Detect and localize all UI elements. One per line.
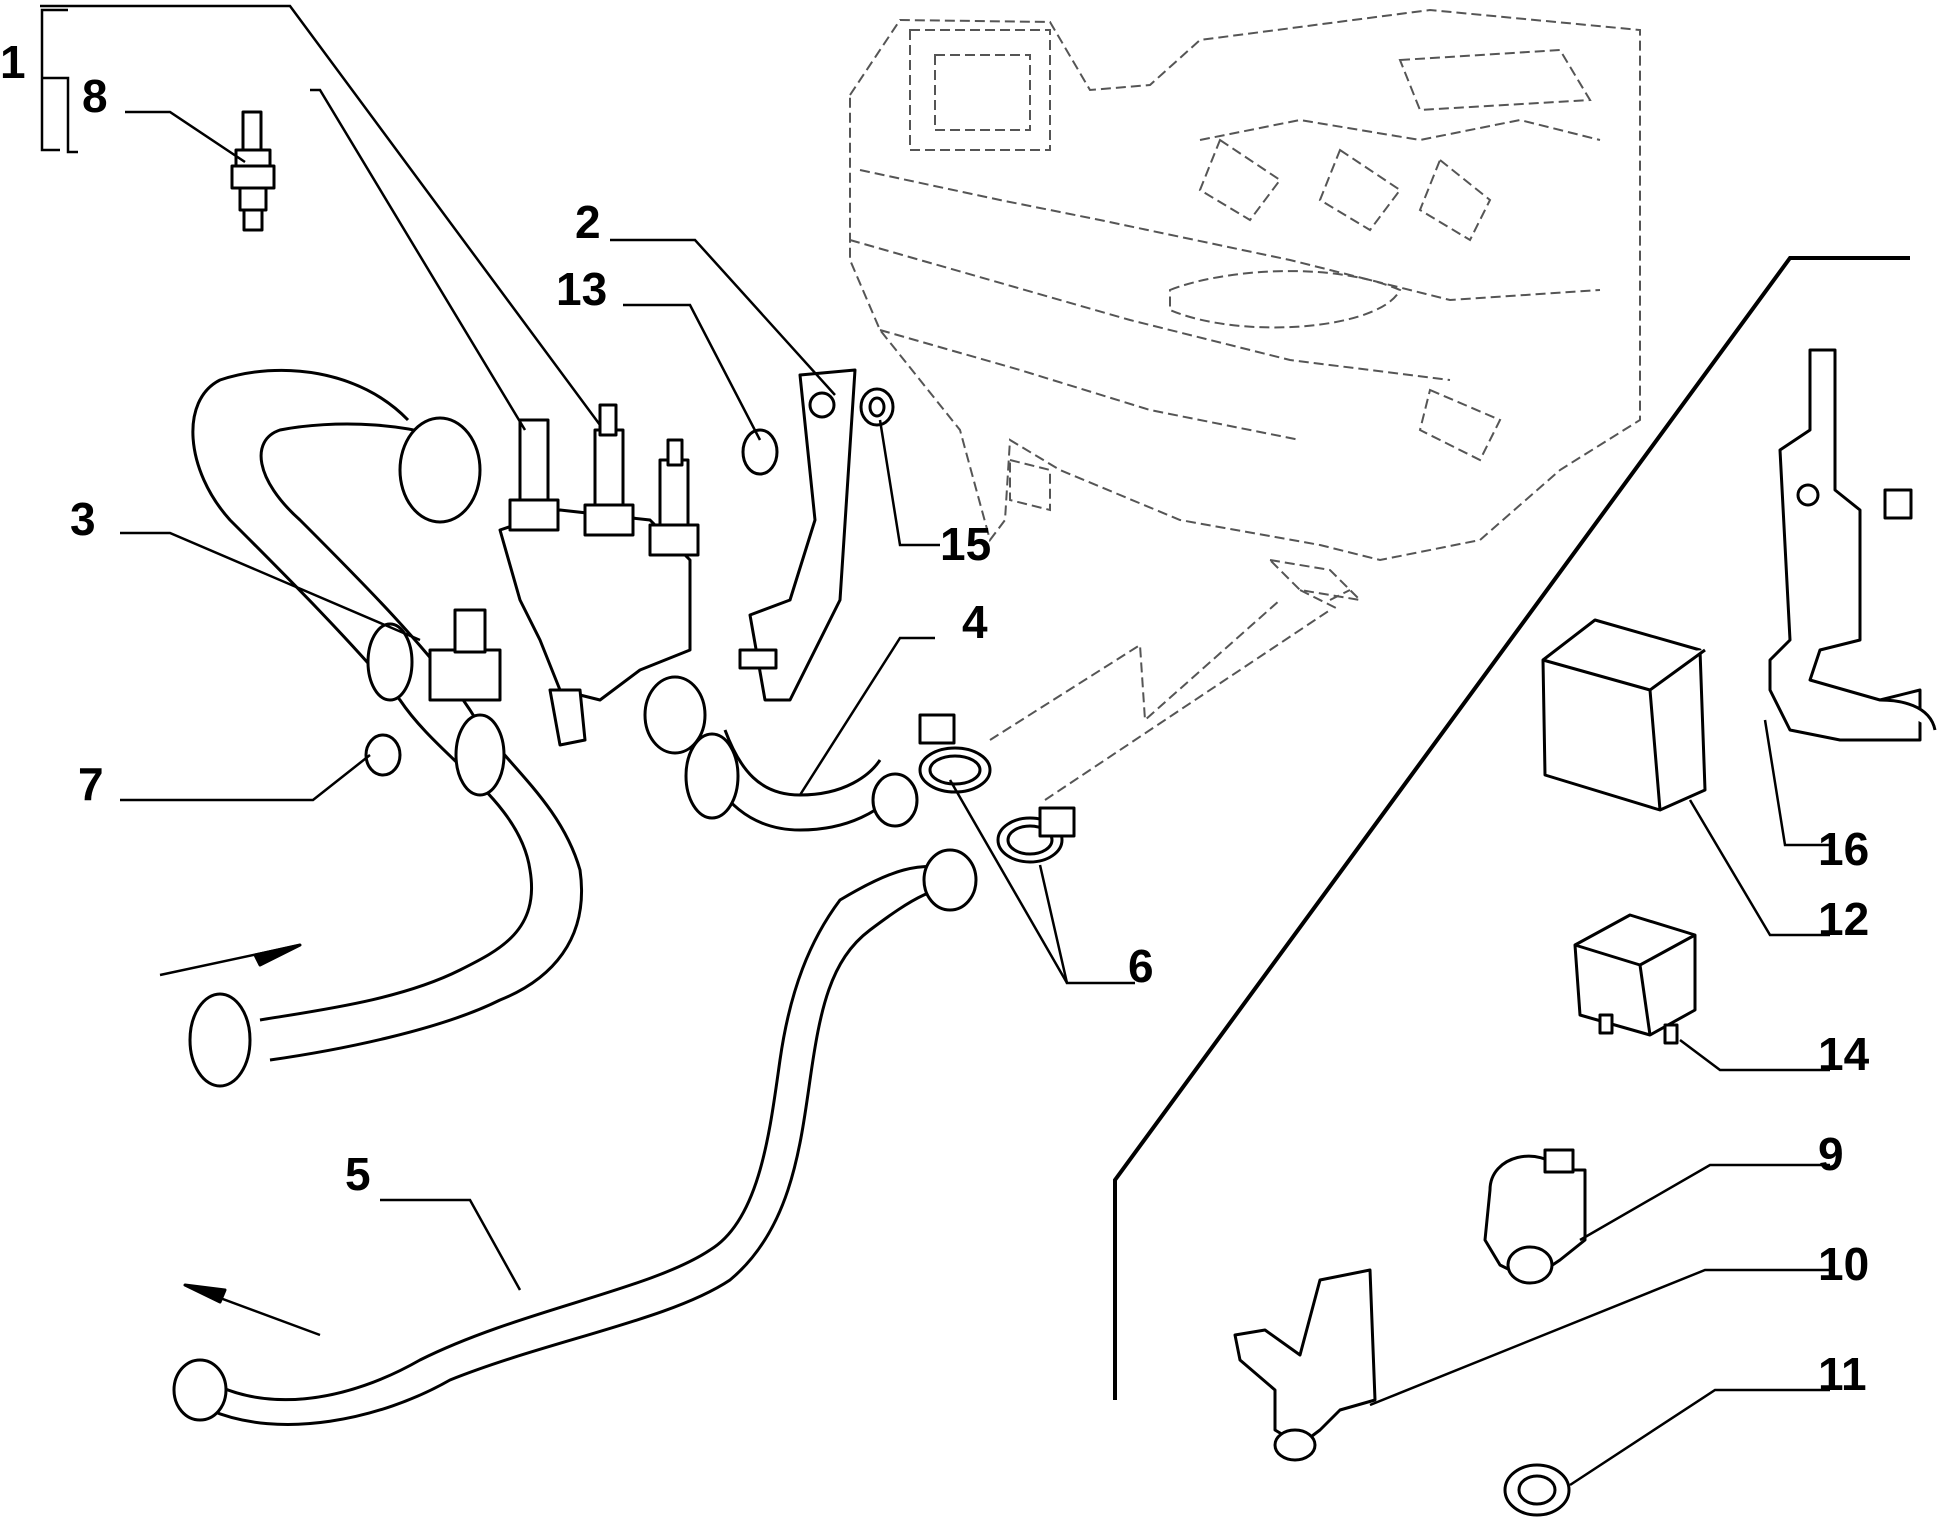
relay-part-12 bbox=[1541, 618, 1707, 812]
routing-lines bbox=[989, 599, 1331, 801]
callout-11: 11 bbox=[1818, 1348, 1867, 1400]
sensor-part-8 bbox=[230, 110, 276, 232]
heater-housing-ghost bbox=[849, 8, 1641, 611]
flow-arrows bbox=[159, 943, 321, 1337]
callout-9: 9 bbox=[1818, 1128, 1844, 1180]
valve-block bbox=[498, 403, 707, 755]
callout-1: 1 bbox=[0, 36, 26, 88]
clamps-part-6 bbox=[918, 713, 1076, 864]
bracket-part-10 bbox=[1233, 1268, 1377, 1462]
callout-2: 2 bbox=[575, 196, 601, 248]
group-bracket-1 bbox=[40, 8, 78, 154]
callout-10: 10 bbox=[1818, 1238, 1869, 1290]
hose-part-4 bbox=[684, 729, 919, 832]
callout-5: 5 bbox=[345, 1148, 371, 1200]
grommet-part-11 bbox=[1503, 1463, 1571, 1517]
relay-part-14 bbox=[1573, 913, 1697, 1045]
hose-part-5 bbox=[172, 848, 978, 1426]
callout-3: 3 bbox=[70, 493, 96, 545]
callout-8: 8 bbox=[82, 70, 108, 122]
callout-13: 13 bbox=[556, 263, 607, 315]
hose-part-3 bbox=[188, 368, 583, 1088]
callout-labels: 1 2 3 4 5 6 7 8 9 10 11 12 13 14 15 16 bbox=[0, 36, 1870, 1400]
callout-14: 14 bbox=[1818, 1028, 1870, 1080]
callout-6: 6 bbox=[1128, 940, 1154, 992]
relay-bracket-part-16 bbox=[1768, 348, 1937, 742]
callout-16: 16 bbox=[1818, 823, 1869, 875]
leader-lines bbox=[40, 4, 1830, 1487]
clip-part-9 bbox=[1483, 1148, 1587, 1285]
callout-15: 15 bbox=[940, 518, 991, 570]
nut-part-7 bbox=[364, 733, 402, 777]
bracket-plate-part-2 bbox=[738, 368, 857, 702]
callout-4: 4 bbox=[962, 596, 988, 648]
nut-part-13 bbox=[741, 428, 779, 476]
callout-7: 7 bbox=[78, 758, 104, 810]
washer-part-15 bbox=[859, 387, 895, 427]
section-divider bbox=[1113, 256, 1910, 1400]
callout-12: 12 bbox=[1818, 893, 1869, 945]
